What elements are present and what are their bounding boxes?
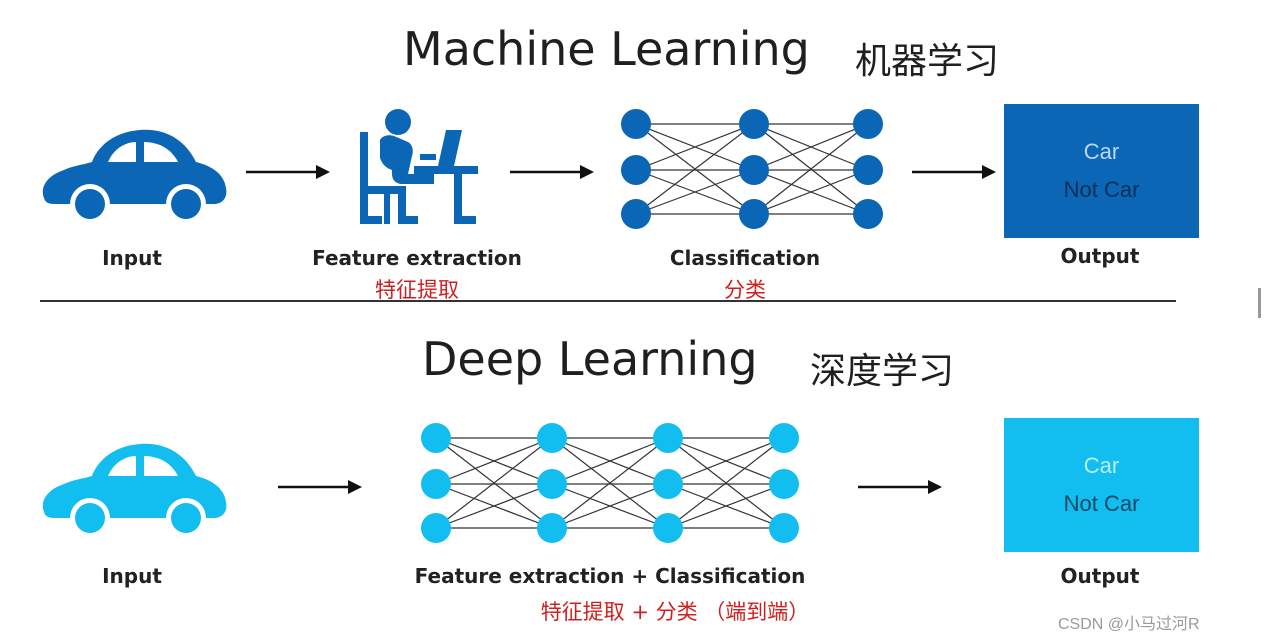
neural-network-icon [621,109,883,229]
ml-output-box: Car Not Car [1004,104,1199,238]
arrow-icon [246,165,330,179]
ml-classification-label-zh: 分类 [724,278,766,302]
edge-mark [1258,288,1261,318]
output-option-not-car: Not Car [1063,177,1140,202]
section-divider [40,300,1176,302]
arrow-icon [510,165,594,179]
dl-combined-label-zh: 特征提取 + 分类 （端到端） [540,600,810,624]
ml-classification-label: Classification [669,246,821,270]
watermark: CSDN @小马过河R [1058,616,1200,633]
output-option-car: Car [1083,139,1120,164]
arrow-icon [278,480,362,494]
ml-title: Machine Learning [403,22,810,76]
dl-title-zh: 深度学习 [810,351,955,392]
car-icon [42,129,227,219]
dl-output-label: Output [1060,564,1140,588]
deep-neural-network-icon [421,423,799,543]
ml-feature-label-zh: 特征提取 [375,278,459,302]
dl-input-label: Input [102,564,162,588]
ml-title-zh: 机器学习 [855,41,1000,82]
ml-input-label: Input [102,246,162,270]
arrow-icon [858,480,942,494]
output-option-not-car: Not Car [1063,491,1140,516]
ml-feature-label: Feature extraction [312,246,522,270]
car-icon [42,443,227,533]
person-at-computer-icon [360,109,478,224]
ml-output-label: Output [1060,244,1140,268]
arrow-icon [912,165,996,179]
output-option-car: Car [1083,453,1120,478]
dl-title: Deep Learning [422,332,758,386]
dl-combined-label: Feature extraction + Classification [414,564,806,588]
dl-output-box: Car Not Car [1004,418,1199,552]
